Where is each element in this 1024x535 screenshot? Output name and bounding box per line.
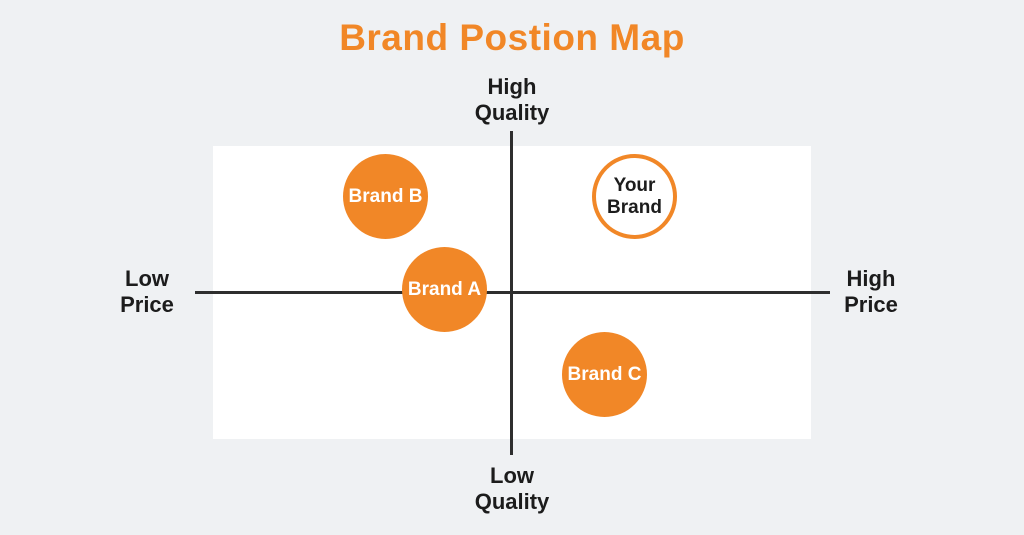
axis-label-line: Low xyxy=(490,463,534,488)
axis-label-line: High xyxy=(846,266,896,291)
bubble-brand-b: Brand B xyxy=(343,154,428,239)
page-title: Brand Postion Map xyxy=(339,17,685,58)
axis-label-line: High xyxy=(487,74,537,99)
bubble-brand-a: Brand A xyxy=(402,247,487,332)
bubble-label: Brand B xyxy=(348,185,423,207)
bubble-label-line: Your xyxy=(613,174,656,196)
bubble-label: Brand C xyxy=(567,363,642,385)
axis-label-line: Price xyxy=(120,292,174,317)
axis-label-line: Quality xyxy=(474,489,550,514)
bubble-your-brand: Your Brand xyxy=(592,154,677,239)
axis-label-high-quality: High Quality xyxy=(432,74,592,126)
bubble-label-line: Brand xyxy=(607,196,662,218)
axis-label-high-price: High Price xyxy=(791,266,951,318)
axis-label-low-price: Low Price xyxy=(67,266,227,318)
axis-label-line: Low xyxy=(125,266,169,291)
axis-label-low-quality: Low Quality xyxy=(432,463,592,515)
axis-label-line: Price xyxy=(844,292,898,317)
quality-axis-line xyxy=(510,131,513,455)
axis-label-line: Quality xyxy=(474,100,550,125)
bubble-brand-c: Brand C xyxy=(562,332,647,417)
bubble-label: Brand A xyxy=(407,278,482,300)
